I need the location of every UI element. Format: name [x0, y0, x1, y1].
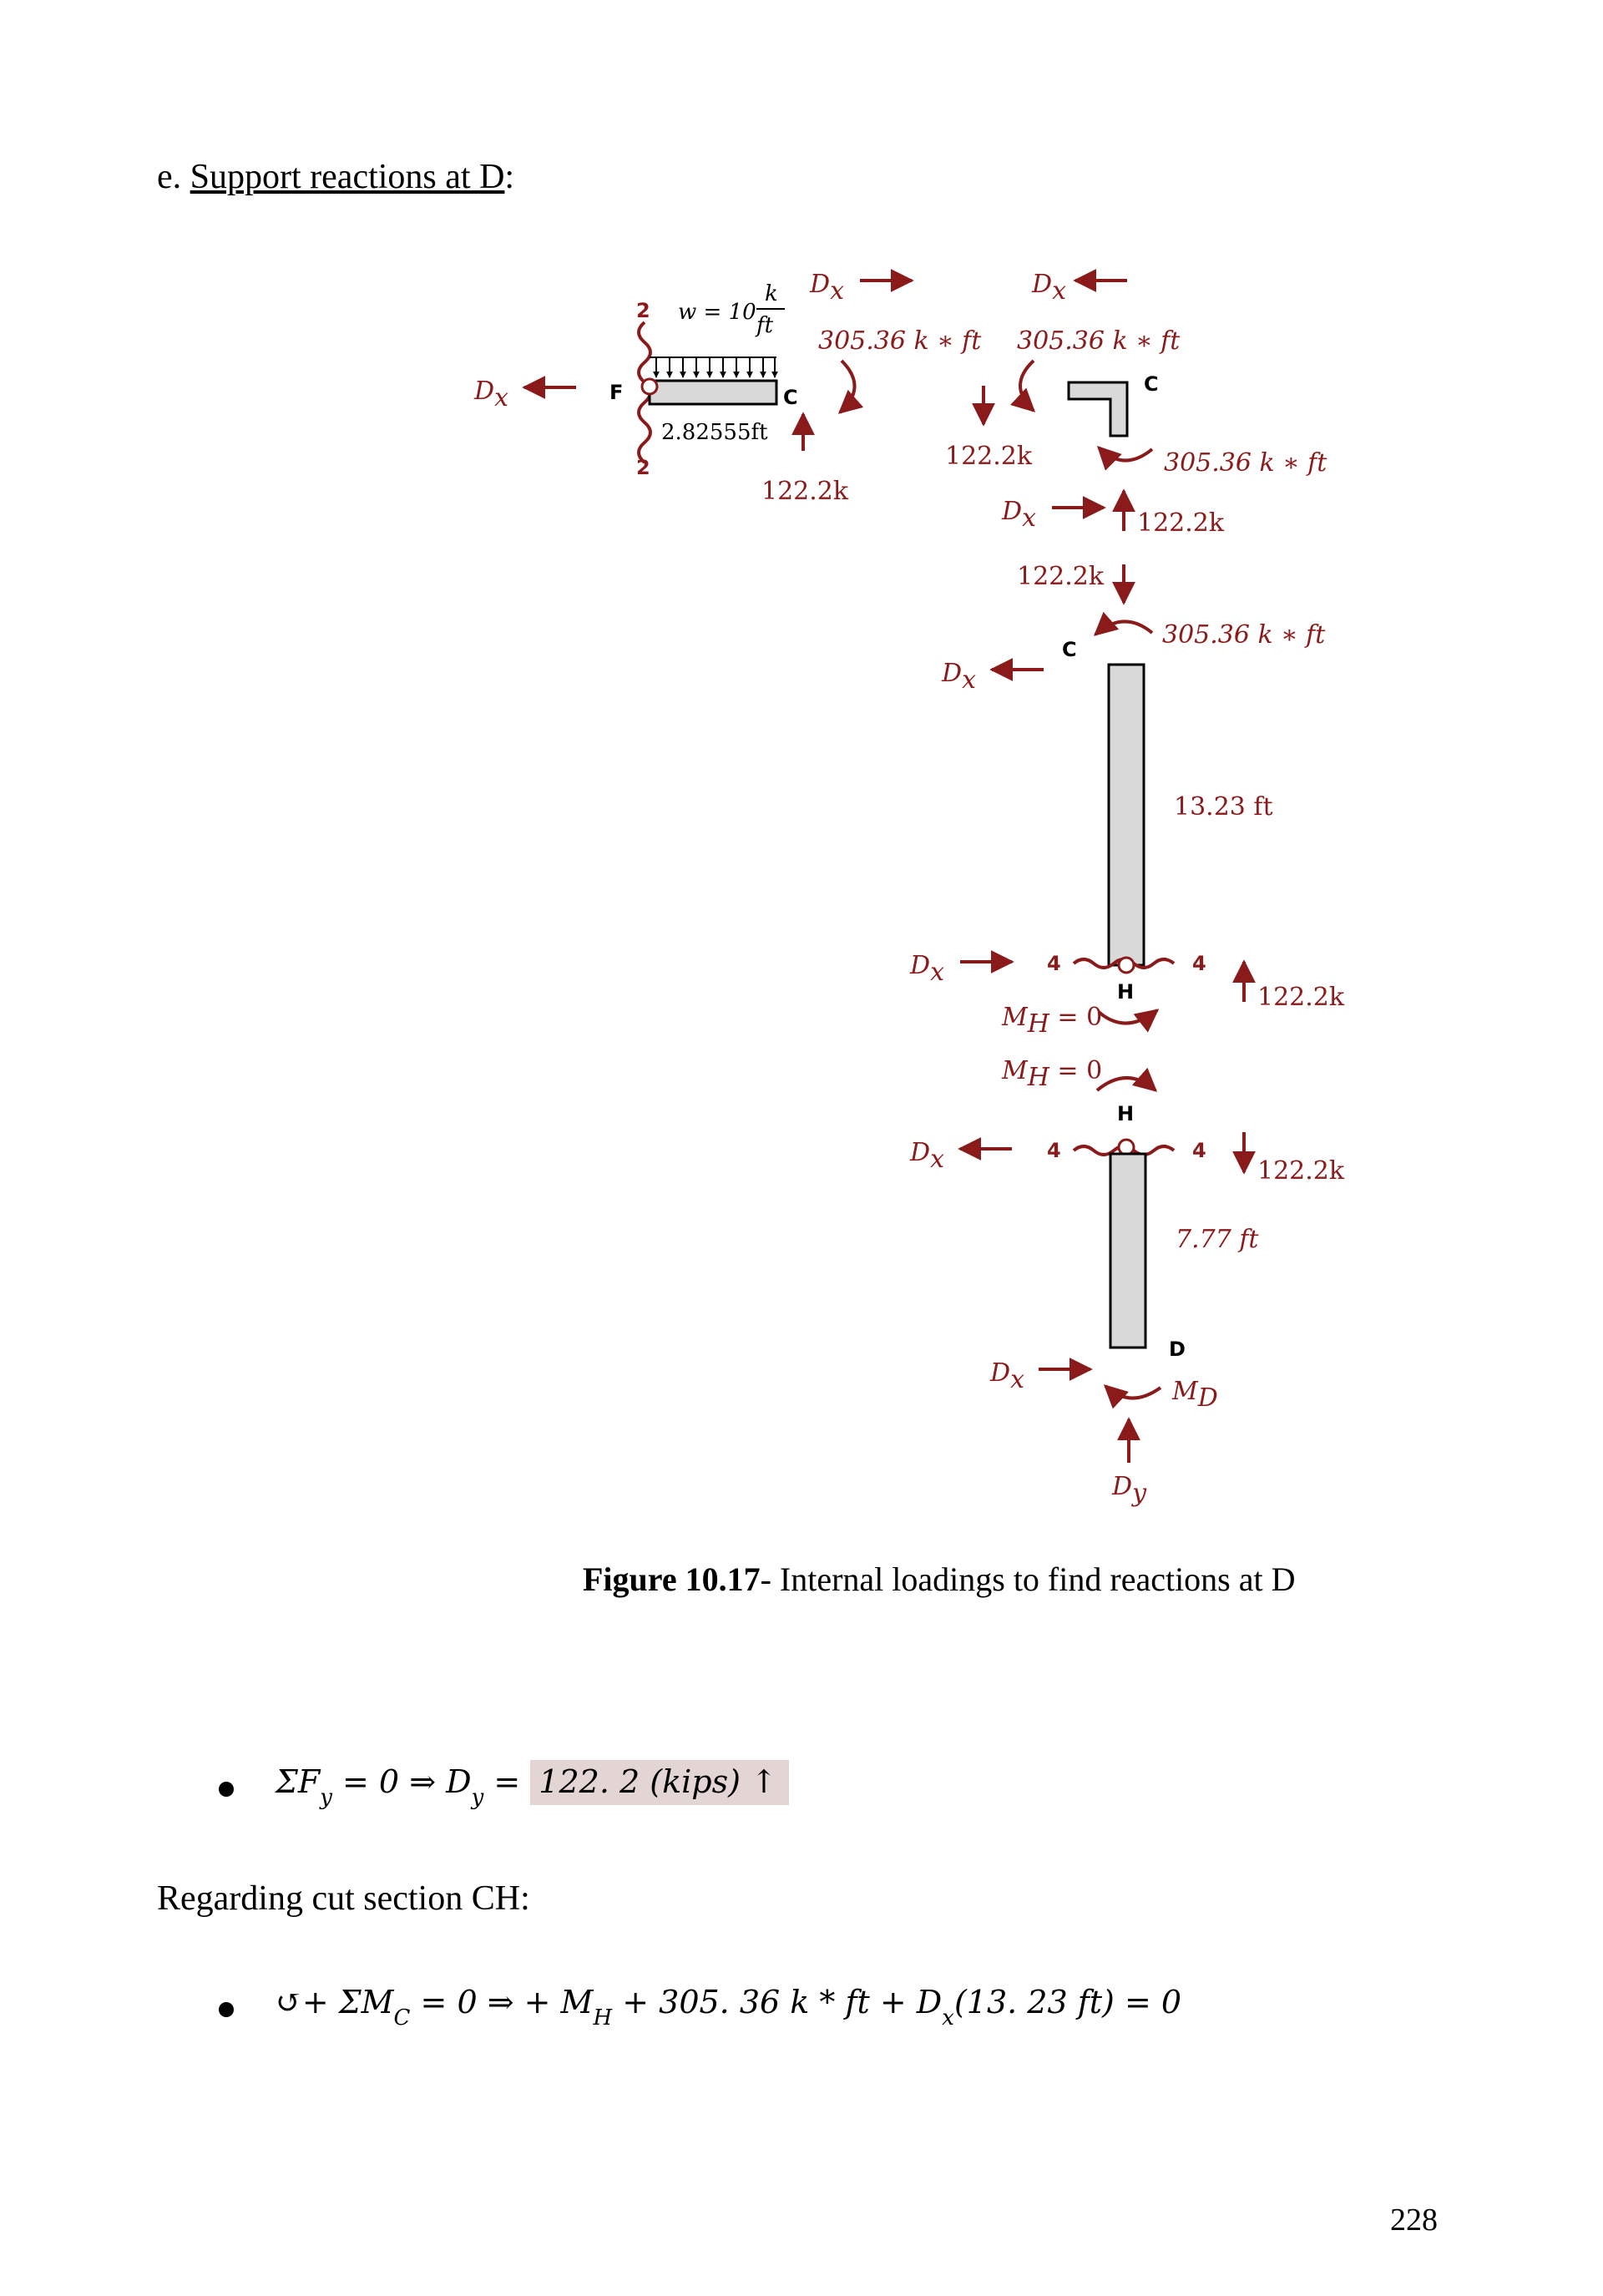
moment-label-fc: 305.36 k ∗ ft: [818, 326, 982, 356]
mh-label-upper: MH = 0: [1001, 1003, 1102, 1039]
load-denominator: ft: [755, 313, 774, 338]
dx-label-fc-top: Dx: [809, 270, 844, 306]
dx-label-hd-top: Dx: [909, 1138, 944, 1174]
moment-arrow-joint-left: [1010, 359, 1036, 412]
distributed-load: [650, 357, 778, 378]
segment-ch: 122.2k 305.36 k ∗ ft C Dx 13.23 ft 4 4 H…: [909, 562, 1345, 1039]
equation-sum-mc: ↺+ ΣMC = 0 ⇒ + MH + 305. 36 k * ft + Dx(…: [276, 1984, 1182, 2030]
section-heading: e. Support reactions at D:: [157, 158, 515, 196]
column-ch: [1107, 663, 1145, 967]
shear-label-joint-bottom: 122.2k: [1137, 508, 1225, 538]
length-label-hd: 7.77 ft: [1176, 1225, 1259, 1254]
point-c-label-ch: C: [1062, 638, 1077, 661]
paragraph-cut-section: Regarding cut section CH:: [157, 1879, 530, 1918]
point-d-label: D: [1169, 1338, 1186, 1361]
heading-underlined: Support reactions at D: [190, 158, 505, 196]
point-c-label-joint: C: [1144, 372, 1159, 396]
shear-label-joint-left: 122.2k: [945, 442, 1033, 471]
cut-label-4-left-lower: 4: [1047, 1139, 1061, 1162]
shear-label-ch-bottom: 122.2k: [1257, 983, 1345, 1012]
shear-label-hd-top: 122.2k: [1257, 1156, 1345, 1186]
cut-label-2-bottom: 2: [636, 456, 650, 479]
cut-label-4-left-upper: 4: [1047, 952, 1061, 975]
free-body-diagram: 2 2 F C w = 10 k: [473, 269, 1345, 1508]
shear-label-ch-top: 122.2k: [1017, 562, 1105, 591]
page-number: 228: [1390, 2202, 1438, 2238]
load-numerator: k: [765, 281, 778, 306]
beam-fc: [648, 379, 778, 406]
dx-label-hd-bottom: Dx: [989, 1358, 1024, 1394]
dx-label-joint-top: Dx: [1031, 270, 1066, 306]
bullet-2: [219, 2002, 234, 2017]
load-label: w = 10: [678, 300, 756, 325]
shear-label-fc: 122.2k: [761, 477, 849, 506]
dx-label-ch-bottom: Dx: [909, 951, 944, 987]
mh-label-lower: MH = 0: [1001, 1056, 1102, 1092]
figure-number: Figure 10.17: [583, 1560, 761, 1598]
corner-piece: [1067, 381, 1129, 437]
cut-label-4-right-upper: 4: [1192, 952, 1206, 975]
point-c-label-beam: C: [783, 386, 798, 409]
length-label-ch: 13.23 ft: [1174, 792, 1273, 822]
hinge-h-upper: [1117, 956, 1135, 974]
dy-label: Dy: [1111, 1472, 1147, 1508]
moment-arrow-mh-upper: [1097, 1009, 1160, 1033]
moment-arrow-ch-top: [1093, 611, 1154, 636]
point-f-label: F: [609, 381, 623, 404]
dx-label-ch-top: Dx: [941, 659, 976, 695]
cut-label-4-right-lower: 4: [1192, 1139, 1206, 1162]
moment-arrow-fc: [837, 359, 864, 414]
moment-arrow-joint-bottom: [1097, 446, 1154, 471]
point-h-label-upper: H: [1117, 980, 1134, 1004]
equation-sum-fy: ΣFy = 0 ⇒ Dy = 122. 2 (kips) ↑: [276, 1760, 789, 1810]
column-hd: [1109, 1152, 1147, 1349]
moment-arrow-md: [1103, 1384, 1162, 1409]
segment-fc: 2 2 F C w = 10 k: [473, 269, 982, 506]
moment-label-joint-top: 305.36 k ∗ ft: [1017, 326, 1181, 356]
dx-label-f: Dx: [473, 377, 508, 412]
md-label: MD: [1171, 1377, 1218, 1413]
figure-caption: Figure 10.17- Internal loadings to find …: [583, 1560, 1296, 1598]
moment-arrow-mh-lower: [1095, 1067, 1158, 1092]
hinge-f: [640, 377, 659, 396]
joint-c: Dx 305.36 k ∗ ft 122.2k C 305.36 k ∗ ft …: [945, 269, 1327, 538]
answer-highlight: 122. 2 (kips) ↑: [530, 1760, 789, 1805]
moment-label-ch-top: 305.36 k ∗ ft: [1162, 620, 1326, 650]
hinge-h-lower: [1117, 1138, 1135, 1156]
point-h-label-lower: H: [1117, 1102, 1134, 1125]
beam-length-label: 2.82555ft: [661, 420, 768, 445]
moment-label-joint-bottom: 305.36 k ∗ ft: [1164, 448, 1327, 478]
cut-label-2-top: 2: [636, 299, 650, 322]
segment-hd: MH = 0 H 4 4 Dx 122.2k 7.77 ft D Dx MD D…: [909, 1056, 1345, 1508]
dx-label-joint-bottom: Dx: [1001, 497, 1036, 533]
bullet-1: [219, 1782, 234, 1797]
